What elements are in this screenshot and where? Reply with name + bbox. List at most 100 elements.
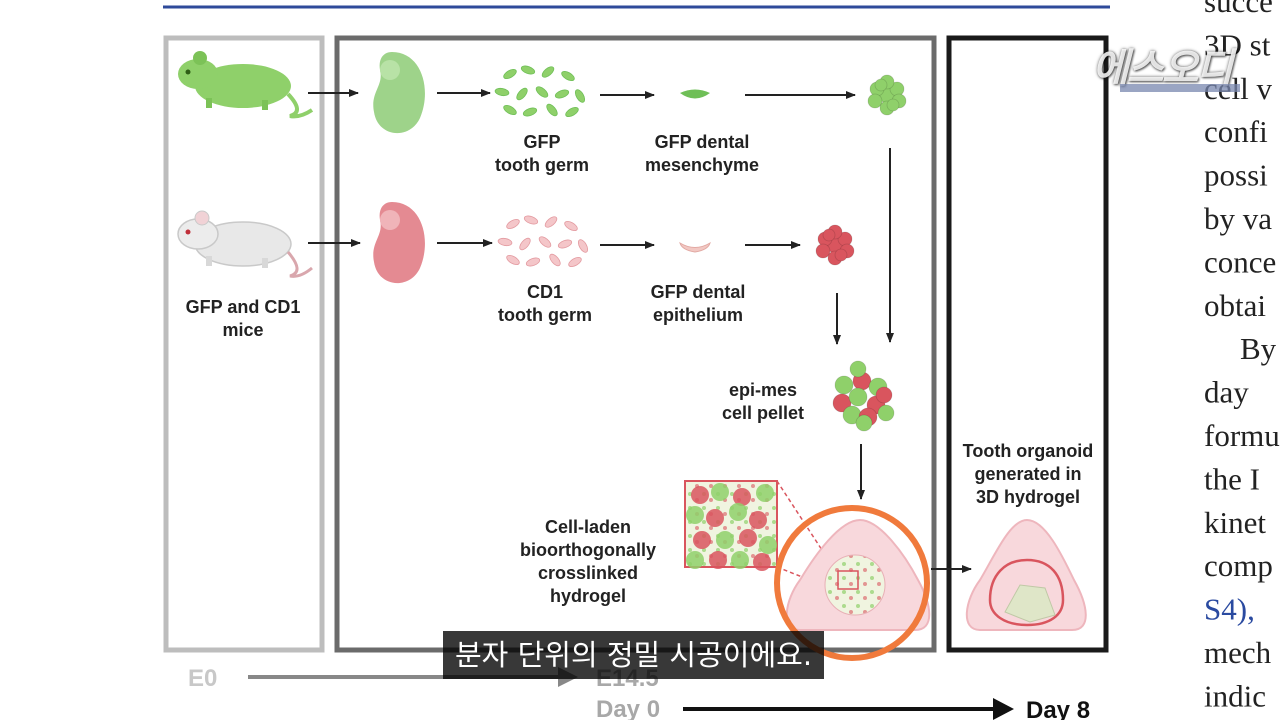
cell bbox=[855, 414, 873, 432]
cell bbox=[849, 360, 867, 378]
tooth-germ-seed bbox=[497, 237, 513, 247]
cd1-tooth-germ-icon bbox=[497, 215, 589, 268]
flow-arrows bbox=[308, 89, 972, 573]
side-text-line: confi bbox=[1204, 114, 1268, 149]
cell bbox=[834, 375, 854, 395]
cell bbox=[832, 393, 852, 413]
tooth-germ-seed bbox=[520, 65, 536, 75]
cell bbox=[886, 98, 900, 112]
inset-cell bbox=[716, 531, 734, 549]
timeline-day0: Day 0 bbox=[596, 696, 660, 720]
inset-cell bbox=[733, 488, 751, 506]
side-text-line: kinet bbox=[1204, 505, 1266, 540]
gfp-epithelium-icon bbox=[679, 241, 711, 253]
inset-cell bbox=[693, 531, 711, 549]
tooth-germ-seed bbox=[561, 70, 575, 82]
timeline-day8: Day 8 bbox=[1026, 697, 1090, 720]
tooth-germ-seed bbox=[564, 220, 578, 232]
video-subtitle: 분자 단위의 정밀 시공이에요. bbox=[443, 631, 825, 679]
cd1-mouse-icon bbox=[177, 210, 313, 278]
tooth-germ-seed bbox=[568, 256, 582, 268]
inset-cell bbox=[731, 551, 749, 569]
cell bbox=[874, 78, 888, 92]
side-text-line: By bbox=[1240, 331, 1277, 366]
side-text-line: by va bbox=[1204, 201, 1272, 236]
tooth-germ-seed bbox=[557, 239, 573, 249]
hydrogel-dome-icon bbox=[785, 518, 931, 631]
tooth-germ-seed bbox=[525, 257, 541, 267]
green-cell-cluster-icon bbox=[867, 74, 907, 116]
inset-cell bbox=[691, 486, 709, 504]
cell bbox=[815, 243, 831, 259]
mixed-cell-pellet-icon bbox=[832, 360, 895, 432]
gfp-embryo-icon bbox=[373, 52, 425, 134]
tooth-germ-seed bbox=[503, 68, 517, 80]
gfp-mouse-icon bbox=[178, 51, 314, 119]
tooth-germ-seed bbox=[538, 236, 552, 248]
tooth-germ-seed bbox=[574, 89, 586, 103]
inset-cell bbox=[749, 511, 767, 529]
panel-organoid bbox=[946, 35, 1109, 653]
inset-cell bbox=[759, 536, 777, 554]
tooth-germ-seed bbox=[535, 86, 549, 98]
side-text-line: possi bbox=[1204, 158, 1268, 193]
side-text-line: the I bbox=[1204, 461, 1260, 496]
inset-cell bbox=[711, 483, 729, 501]
red-cell-cluster-icon bbox=[815, 224, 855, 266]
side-text-line: comp bbox=[1204, 548, 1273, 583]
tooth-germ-seed bbox=[523, 215, 539, 225]
tooth-germ-seed bbox=[549, 253, 561, 267]
tooth-germ-seed bbox=[506, 254, 520, 266]
cell bbox=[877, 404, 895, 422]
tooth-germ-seed bbox=[546, 103, 558, 117]
cell bbox=[867, 93, 883, 109]
inset-cell bbox=[739, 529, 757, 547]
cell bbox=[848, 387, 868, 407]
side-text-line: succe bbox=[1204, 0, 1273, 19]
gfp-mesenchyme-icon bbox=[680, 89, 710, 99]
inset-cell bbox=[756, 484, 774, 502]
side-text-line: S4), bbox=[1204, 592, 1255, 627]
tooth-germ-seed bbox=[503, 104, 517, 116]
tooth-germ-seed bbox=[494, 87, 510, 97]
side-text-line: mech bbox=[1204, 635, 1272, 670]
tooth-germ-seed bbox=[522, 107, 538, 117]
inset-cell bbox=[709, 551, 727, 569]
side-text-line: obtai bbox=[1204, 288, 1266, 323]
cell bbox=[875, 386, 893, 404]
tooth-organoid-icon bbox=[965, 518, 1087, 631]
cell bbox=[834, 248, 848, 262]
inset-cell bbox=[686, 506, 704, 524]
tooth-germ-seed bbox=[565, 106, 579, 118]
tooth-germ-seed bbox=[506, 218, 520, 230]
side-text-line: formu bbox=[1204, 418, 1280, 453]
timeline-e0: E0 bbox=[188, 665, 217, 692]
logo-underline bbox=[1120, 84, 1240, 92]
inset-cell bbox=[686, 551, 704, 569]
tooth-germ-seed bbox=[544, 216, 558, 228]
inset-cell bbox=[729, 503, 747, 521]
tooth-germ-seed bbox=[554, 89, 570, 99]
side-text-line: 3D st bbox=[1204, 27, 1271, 62]
inset-cell bbox=[706, 509, 724, 527]
side-text-line: conce bbox=[1204, 244, 1276, 279]
inset-cell bbox=[753, 553, 771, 571]
cell bbox=[822, 228, 836, 242]
panel-mice bbox=[163, 35, 325, 653]
hydrogel-zoom-inset bbox=[684, 480, 836, 591]
side-text-line: day bbox=[1204, 375, 1249, 410]
tooth-germ-seed bbox=[541, 66, 555, 78]
tooth-germ-seed bbox=[577, 239, 589, 253]
tooth-germ-seed bbox=[519, 237, 531, 251]
side-text-line: indic bbox=[1204, 678, 1266, 713]
